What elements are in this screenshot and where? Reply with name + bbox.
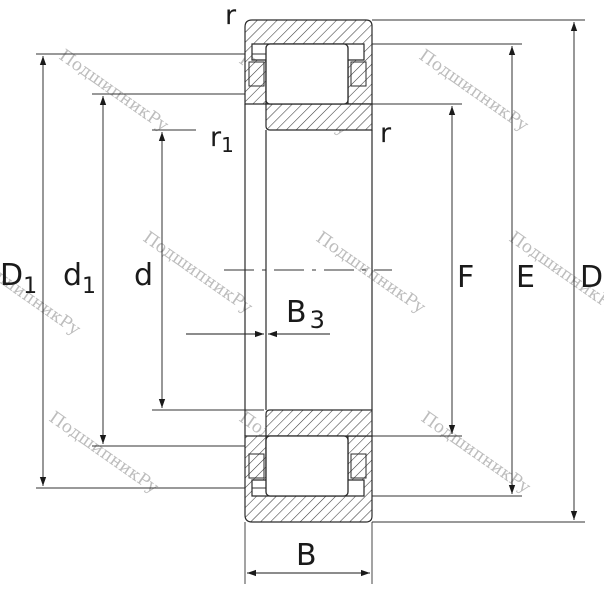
cage-left-bottom — [248, 453, 265, 479]
watermark: ПодшипникРу — [45, 408, 162, 498]
watermark: ПодшипникРу — [417, 408, 534, 498]
label-d: d — [134, 258, 153, 293]
watermark: ПодшипникРу — [415, 46, 532, 136]
roller-bottom — [265, 435, 349, 497]
watermark: ПодшипникРу — [55, 46, 172, 136]
inner-ring-bottom — [265, 409, 373, 437]
outer-ring-bottom — [244, 435, 373, 523]
bearing-section — [244, 19, 373, 523]
watermark: ПодшипникРу — [139, 228, 256, 318]
label-D: D — [580, 260, 603, 295]
inner-ring-top — [265, 103, 373, 131]
label-r-top: r — [225, 0, 237, 31]
cage-left-top — [248, 61, 265, 87]
watermark: ПодшипникРу — [312, 228, 429, 318]
cage-right-top — [350, 61, 367, 87]
cage-right-bottom — [350, 453, 367, 479]
label-E: E — [516, 260, 535, 295]
extension-lines — [36, 19, 585, 584]
label-r-inner: r — [380, 118, 392, 149]
label-F: F — [457, 260, 474, 295]
label-r1: r1 — [210, 122, 234, 157]
label-B: B — [296, 538, 317, 573]
label-d1: d1 — [63, 258, 96, 299]
label-D1: D1 — [0, 258, 37, 299]
roller-top — [265, 43, 349, 105]
dimension-lines — [39, 22, 578, 577]
outer-ring-top — [244, 19, 373, 105]
